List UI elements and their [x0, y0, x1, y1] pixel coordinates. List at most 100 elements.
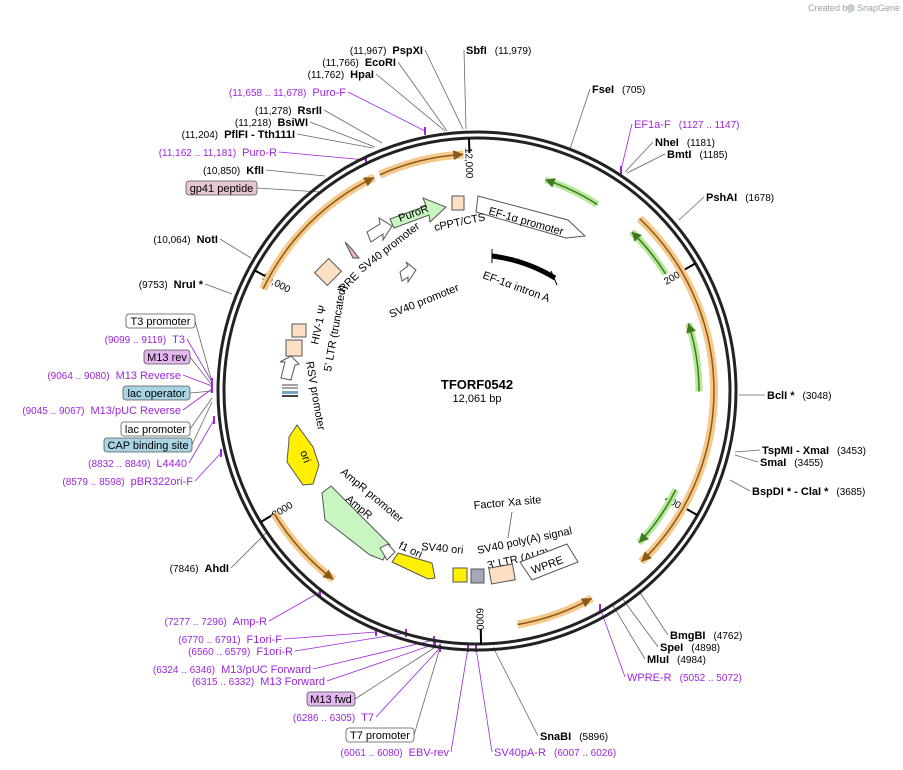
site-name: M13/pUC Reverse [91, 405, 181, 417]
site-label: TspMI - XmaI(3453) [762, 445, 866, 457]
site-name: SnaBI [540, 731, 571, 743]
leader-line [194, 320, 213, 383]
leader-line [413, 647, 441, 736]
sv40-ori-box [452, 567, 468, 583]
site-name: PflFI - Tth111I [224, 129, 295, 141]
label-box-text: M13 rev [147, 352, 187, 364]
label-box [143, 349, 191, 365]
leader-line [624, 141, 654, 173]
site-name: BclI * [767, 390, 795, 402]
site-label: pBR322ori-F(8579 .. 8598) [62, 476, 193, 488]
site-label: Puro-R(11,162 .. 11,181) [159, 147, 277, 159]
snapgene-credit: Created by SnapGene [808, 3, 900, 13]
site-coordinate: (11,658 .. 11,678) [229, 88, 306, 99]
site-label: T3(9099 .. 9119) [105, 334, 185, 346]
credit-prefix: Created by [808, 3, 853, 13]
feature-arrow-head [686, 323, 696, 334]
label-box [120, 421, 191, 437]
site-coordinate: (5052 .. 5072) [680, 673, 742, 684]
label-box-text: CAP binding site [107, 440, 188, 452]
feature-arrow-head [545, 178, 556, 188]
site-name: EF1a-F [634, 119, 671, 131]
ef1a-intron-label: EF-1α intron A [481, 270, 552, 306]
site-label: PflFI - Tth111I (11,204) [182, 129, 295, 141]
site-coordinate: (1127 .. 1147) [679, 120, 740, 131]
feature-box-label: CAP binding site [103, 437, 193, 453]
leader-line [296, 133, 374, 149]
site-coordinate: (8832 .. 8849) [88, 459, 150, 470]
feature-box-label: lac promoter [120, 421, 191, 437]
site-coordinate: (6286 .. 6305) [293, 713, 355, 724]
site-coordinate: (4762) [713, 631, 742, 642]
leader-line [326, 643, 436, 682]
site-label: L4440(8832 .. 8849) [88, 458, 187, 470]
leader-line [463, 49, 467, 130]
leader-line [729, 479, 751, 492]
site-label: BspDI * - ClaI *(3685) [752, 486, 865, 498]
leader-line [354, 645, 438, 700]
ef1a-intron-arc [491, 253, 557, 281]
orf-feature [516, 594, 594, 629]
site-coordinate: (9064 .. 9080) [47, 371, 109, 382]
site-label: EBV-rev(6061 .. 6080) [340, 747, 449, 759]
sv40-ori-label: SV40 ori [421, 541, 464, 557]
site-name: EcoRI [365, 57, 396, 69]
ef1a-promoter-arrow [475, 195, 587, 239]
feature-arc-halo [270, 511, 336, 583]
site-coordinate: (11,278) [255, 106, 292, 117]
leader-line [626, 153, 666, 174]
feature-arrow-head [639, 532, 650, 543]
feature-box-label: M13 fwd [306, 691, 356, 707]
feature-arrow-head [641, 551, 652, 562]
site-label: PshAI(1678) [706, 192, 774, 204]
site-coordinate: (3455) [794, 458, 823, 469]
site-coordinate: (11,204) [182, 130, 219, 141]
site-name: M13 Forward [260, 676, 325, 688]
site-coordinate: (705) [622, 85, 645, 96]
leader-line [569, 88, 591, 150]
green-feature [685, 322, 703, 392]
site-coordinate: (6007 .. 6026) [554, 748, 616, 759]
site-label: BmgBI (4762) [670, 630, 742, 642]
site-name: AhdI [205, 563, 229, 575]
label-box-text: gp41 peptide [190, 183, 254, 195]
leader-line [194, 452, 222, 482]
site-label: WPRE-R(5052 .. 5072) [627, 672, 742, 684]
leader-line [375, 73, 446, 132]
ltr5-box [285, 339, 303, 357]
site-name: MluI [647, 654, 669, 666]
site-coordinate: (6560 .. 6579) [188, 647, 250, 658]
leader-line [450, 647, 469, 753]
label-box [185, 180, 258, 196]
leader-line [424, 49, 464, 130]
backbone-inner-circle [222, 136, 732, 646]
feature-arrow-head [322, 569, 334, 580]
site-label: SmaI(3455) [760, 457, 823, 469]
leader-line [375, 647, 441, 718]
label-box-text: T7 promoter [350, 730, 410, 742]
site-label: M13/pUC Forward(6324 .. 6346) [153, 664, 311, 676]
leader-line [189, 390, 213, 394]
label-box-text: lac promoter [125, 424, 186, 436]
site-coordinate: (1181) [687, 138, 715, 149]
site-label: EF1a-F (1127 .. 1147) [634, 119, 739, 131]
leader-line [611, 603, 646, 660]
leader-line [397, 61, 448, 132]
orf-feature [259, 173, 376, 291]
outer-orf-features [259, 150, 718, 629]
feature-arrow-head [631, 231, 642, 242]
site-name: BmgBI [670, 630, 705, 642]
site-label: EcoRI(11,766) [322, 57, 396, 69]
site-label: SnaBI(5896) [540, 731, 608, 743]
site-coordinate: (4898) [691, 643, 720, 654]
leader-line [189, 397, 213, 430]
leader-line [283, 631, 377, 640]
leader-line [638, 590, 669, 636]
plasmid-name: TFORF0542 [441, 377, 513, 392]
site-label: SbfI(11,979) [466, 45, 531, 57]
sv40-promoter-arrow-b [399, 261, 417, 284]
site-name: Puro-R [242, 147, 277, 159]
leader-line [265, 169, 326, 177]
green-feature [629, 229, 669, 276]
